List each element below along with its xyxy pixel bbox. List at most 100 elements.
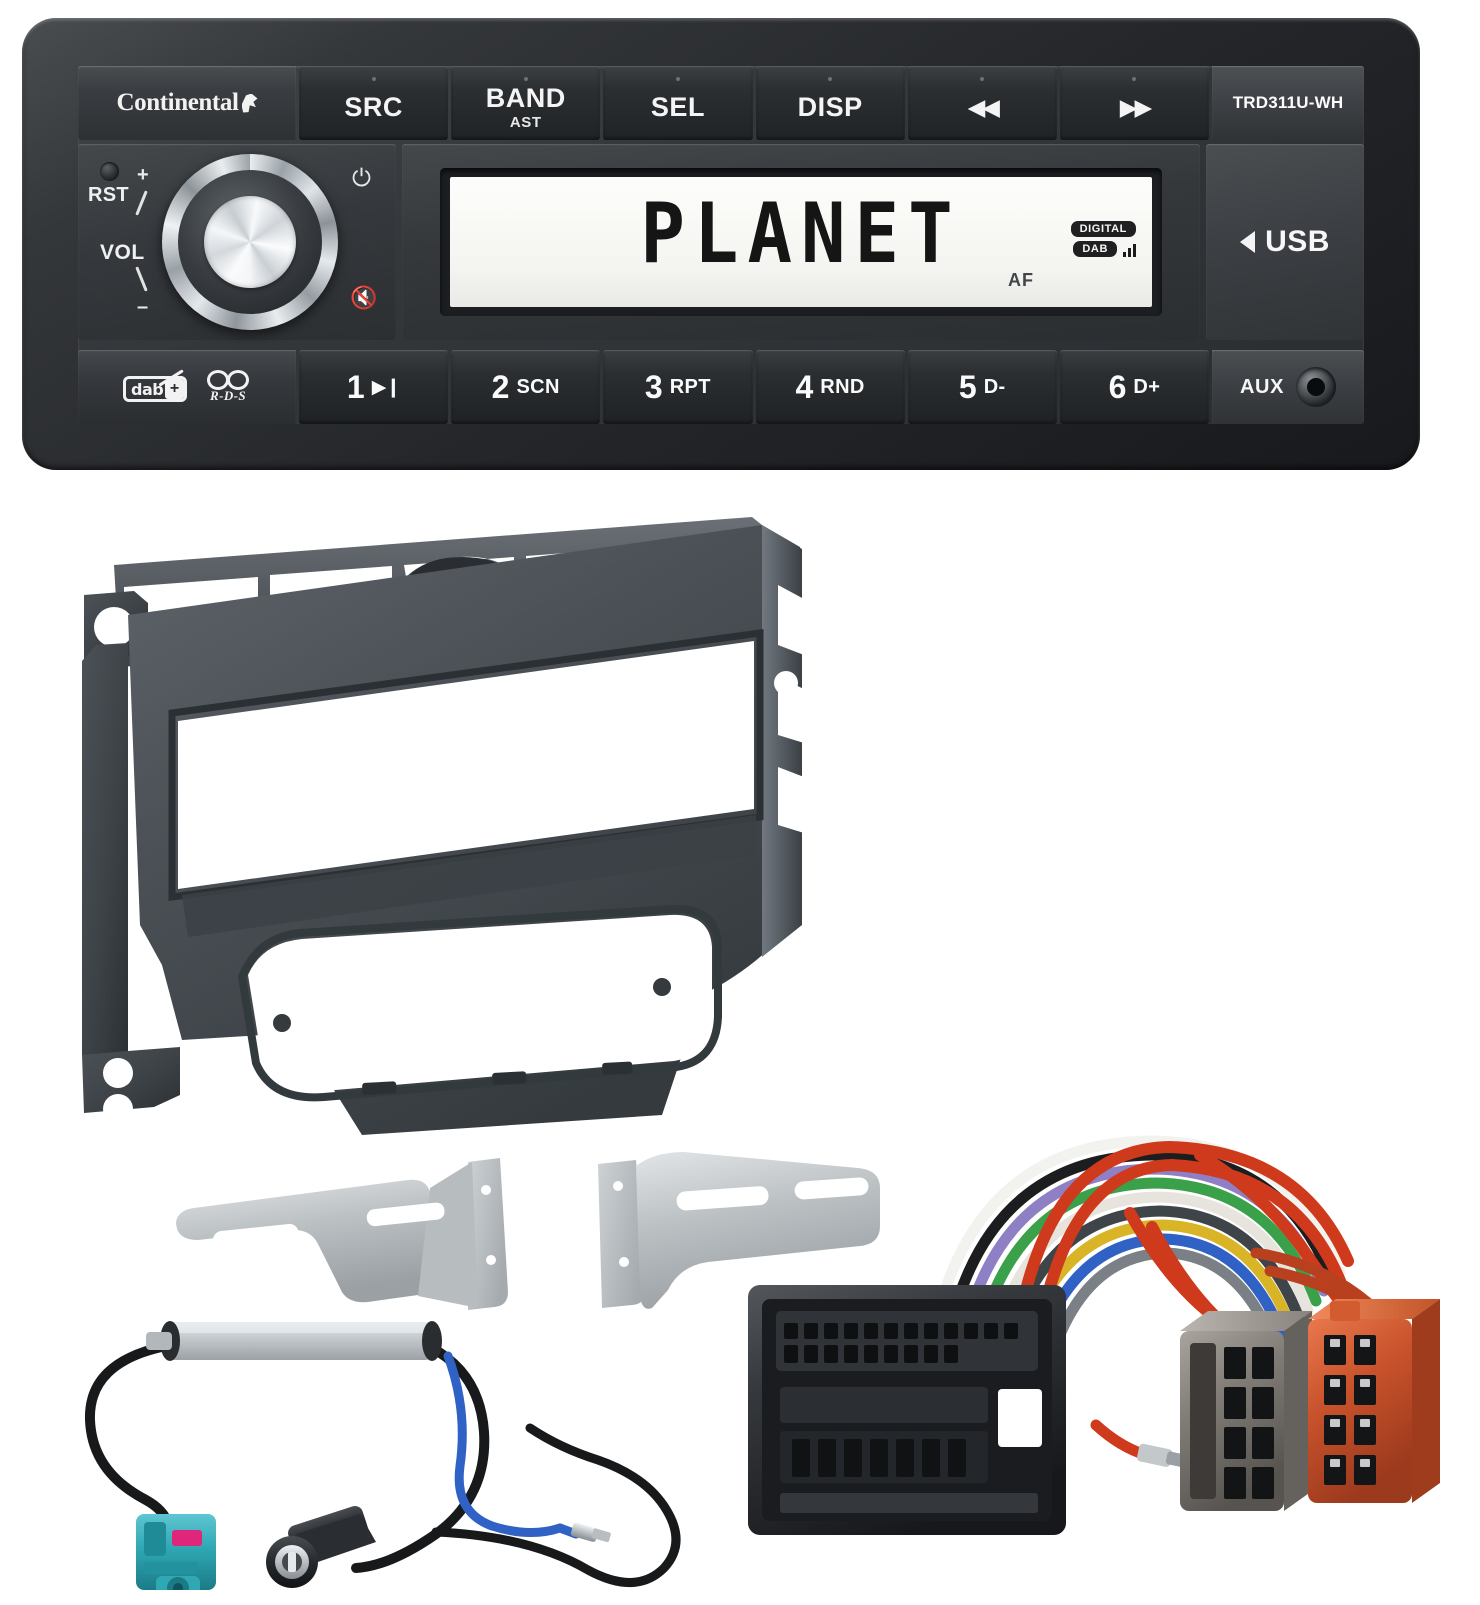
model-number: TRD311U-WH	[1232, 93, 1344, 112]
model-badge: TRD311U-WH	[1212, 66, 1365, 140]
quadlock-connector	[748, 1285, 1066, 1535]
dab-radio-body: dab	[123, 376, 187, 402]
preset-2-button[interactable]: 2 SCN	[451, 350, 601, 424]
brand-name: Continental	[116, 89, 239, 116]
preset-5-function: D-	[983, 375, 1006, 398]
sel-button-label: SEL	[650, 91, 705, 122]
preset-4-button[interactable]: 4 RND	[755, 350, 905, 424]
dab-badge-row: DAB	[1073, 241, 1136, 257]
fast-forward-icon: ▶▶	[1119, 93, 1152, 120]
button-led-indicator	[828, 77, 833, 81]
fascia-panel	[62, 495, 822, 1135]
preset-5-button[interactable]: 5 D-	[907, 350, 1057, 424]
preset-6-number: 6	[1108, 368, 1127, 405]
preset-1-number: 1	[346, 368, 365, 405]
band-button[interactable]: BAND AST	[451, 66, 601, 140]
band-button-sublabel: AST	[509, 114, 542, 131]
iso-speaker-connector	[1308, 1299, 1440, 1503]
fakra-connector	[136, 1514, 216, 1602]
dab-logo-text: dab	[131, 379, 164, 399]
rewind-icon: ◀◀	[967, 93, 1000, 120]
src-button[interactable]: SRC	[299, 66, 449, 140]
disp-button-label: DISP	[797, 91, 863, 122]
reset-label: RST	[88, 184, 129, 206]
volume-knob-cap	[204, 196, 296, 288]
usb-port-panel[interactable]: USB	[1206, 144, 1364, 340]
button-led-indicator	[523, 77, 528, 81]
display-bezel: PLANET DIGITAL DAB AF	[402, 144, 1200, 340]
din-antenna-plug	[266, 1505, 376, 1588]
preset-6-function: D+	[1133, 375, 1161, 398]
preset-6-button[interactable]: 6 D+	[1059, 350, 1210, 424]
reset-button[interactable]	[100, 162, 119, 181]
aux-jack-icon	[1296, 367, 1337, 407]
aux-input-panel[interactable]: AUX	[1212, 350, 1365, 424]
display-indicators: DIGITAL DAB	[1070, 221, 1136, 257]
dab-plus-icon: dab +	[123, 369, 187, 402]
volume-knob-ring	[178, 170, 322, 314]
button-led-indicator	[1132, 77, 1137, 81]
wiring-harness-graphic	[748, 1135, 1440, 1535]
lcd-display: PLANET DIGITAL DAB AF	[450, 177, 1152, 307]
wiring-harness	[700, 1095, 1480, 1600]
button-led-indicator	[371, 77, 376, 81]
volume-label: VOL	[100, 241, 145, 264]
volume-tick-down	[135, 266, 148, 292]
preset-3-button[interactable]: 3 RPT	[603, 350, 753, 424]
head-unit-faceplate: Continental SRC BAND AST SEL DISP	[78, 66, 1365, 424]
volume-knob-panel: RST + VOL – ⏻ 🔇	[78, 144, 396, 340]
disp-button[interactable]: DISP	[755, 66, 905, 140]
mute-icon: 🔇	[350, 285, 378, 310]
bracket-left	[176, 1158, 508, 1310]
continental-horse-icon	[241, 93, 258, 113]
middle-section: RST + VOL – ⏻ 🔇 PLANET	[78, 144, 1364, 340]
play-pause-icon: ▶❙	[371, 376, 402, 398]
preset-2-function: SCN	[516, 375, 560, 398]
rewind-button[interactable]: ◀◀	[907, 66, 1057, 140]
rds-icon: R-D-S	[205, 370, 251, 404]
antenna-adapter	[60, 1300, 710, 1602]
crimp-terminal	[1090, 1419, 1189, 1468]
button-led-indicator	[675, 77, 680, 81]
button-led-indicator	[980, 77, 985, 81]
preset-3-function: RPT	[669, 375, 711, 398]
fascia-panel-graphic	[82, 517, 804, 1135]
head-unit: Continental SRC BAND AST SEL DISP	[22, 18, 1420, 470]
rds-eyes-icon	[207, 370, 249, 390]
src-button-label: SRC	[344, 91, 403, 122]
usb-label: USB	[1265, 225, 1330, 258]
dab-badge: DAB	[1073, 241, 1117, 257]
format-logos: dab + R-D-S	[78, 350, 296, 424]
signal-strength-icon	[1123, 243, 1136, 257]
iso-power-connector	[1180, 1311, 1312, 1511]
brackets-graphic	[176, 1152, 880, 1310]
fast-forward-button[interactable]: ▶▶	[1059, 66, 1210, 140]
preset-5-number: 5	[958, 368, 977, 405]
volume-knob[interactable]	[162, 154, 338, 330]
sel-button[interactable]: SEL	[603, 66, 753, 140]
preset-button-strip: dab + R-D-S 1 ▶❙ 2 SCN 3 RPT	[78, 350, 1365, 424]
brand-logo: Continental	[78, 66, 296, 140]
display-recess: PLANET DIGITAL DAB AF	[440, 168, 1162, 316]
volume-tick-up	[135, 190, 148, 216]
spade-terminal	[570, 1522, 611, 1543]
top-button-strip: Continental SRC BAND AST SEL DISP	[78, 66, 1365, 140]
band-button-label: BAND	[485, 83, 566, 113]
usb-arrow-icon	[1240, 231, 1256, 253]
bracket-right	[598, 1152, 880, 1309]
preset-2-number: 2	[491, 368, 510, 405]
mounting-brackets	[168, 1140, 888, 1330]
aux-label: AUX	[1240, 375, 1285, 398]
volume-minus-label: –	[137, 296, 149, 318]
preset-4-function: RND	[820, 375, 865, 398]
antenna-adapter-graphic	[84, 1321, 681, 1602]
preset-1-button[interactable]: 1 ▶❙	[299, 350, 449, 424]
preset-4-number: 4	[795, 368, 814, 405]
rds-logo-text: R-D-S	[210, 388, 246, 403]
display-station-text: PLANET	[640, 185, 962, 283]
dab-plus-symbol: +	[165, 379, 184, 399]
af-indicator: AF	[1008, 270, 1034, 290]
power-icon: ⏻	[352, 165, 371, 192]
volume-plus-label: +	[137, 164, 149, 186]
phantom-feed-barrel	[146, 1321, 442, 1361]
